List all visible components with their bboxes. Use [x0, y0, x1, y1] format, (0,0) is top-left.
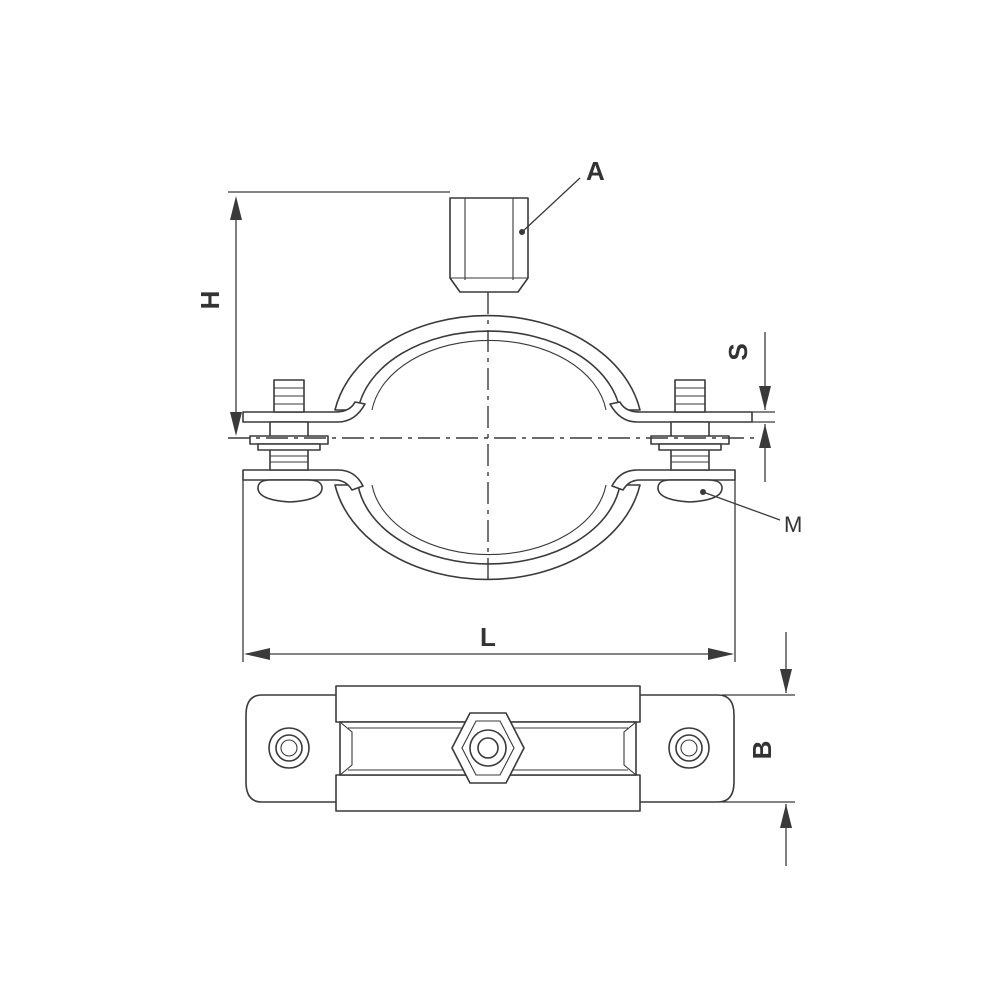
- lower-clamp-band: [334, 484, 641, 581]
- dimension-b: B: [722, 632, 795, 866]
- right-bolt: [650, 379, 730, 503]
- center-hex-nut: [451, 712, 525, 784]
- label-a: A: [586, 156, 605, 186]
- label-s: S: [723, 343, 753, 360]
- label-m: M: [784, 512, 802, 537]
- dimension-l: L: [242, 480, 736, 662]
- dimension-s: S: [723, 332, 775, 482]
- leader-a: A: [521, 156, 605, 233]
- left-bolt-hole: [268, 727, 310, 769]
- dimension-h: H: [195, 191, 450, 436]
- top-view: B: [245, 632, 795, 866]
- left-bolt: [249, 379, 329, 503]
- label-b: B: [747, 741, 777, 760]
- band-top: [335, 685, 641, 723]
- front-view: H A S M L: [195, 156, 802, 662]
- hex-nut-a: [449, 197, 529, 293]
- label-h: H: [195, 291, 225, 310]
- upper-clamp-band: [334, 314, 641, 411]
- right-bolt-head: [657, 479, 723, 503]
- leader-m: M: [702, 491, 802, 537]
- left-bolt-head: [257, 479, 323, 503]
- label-l: L: [480, 622, 496, 652]
- right-bolt-hole: [668, 727, 710, 769]
